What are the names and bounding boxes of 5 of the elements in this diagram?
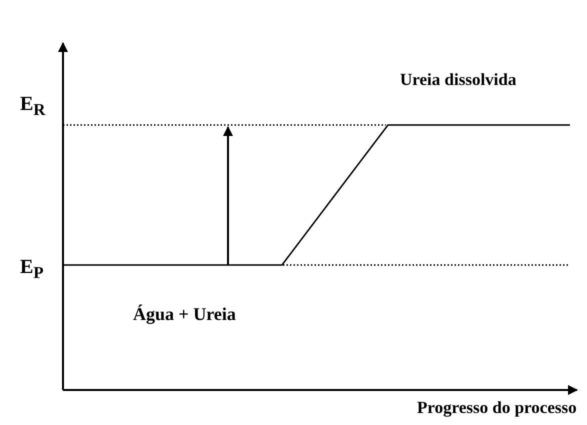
state-label: Água + Ureia (133, 304, 236, 325)
axis-title: Progresso do processo (417, 398, 577, 418)
energy-level-label: E$_{R}$ (20, 93, 46, 120)
state-label: Ureia dissolvida (400, 70, 516, 90)
energy-level-label: E$_{P}$ (20, 256, 44, 283)
